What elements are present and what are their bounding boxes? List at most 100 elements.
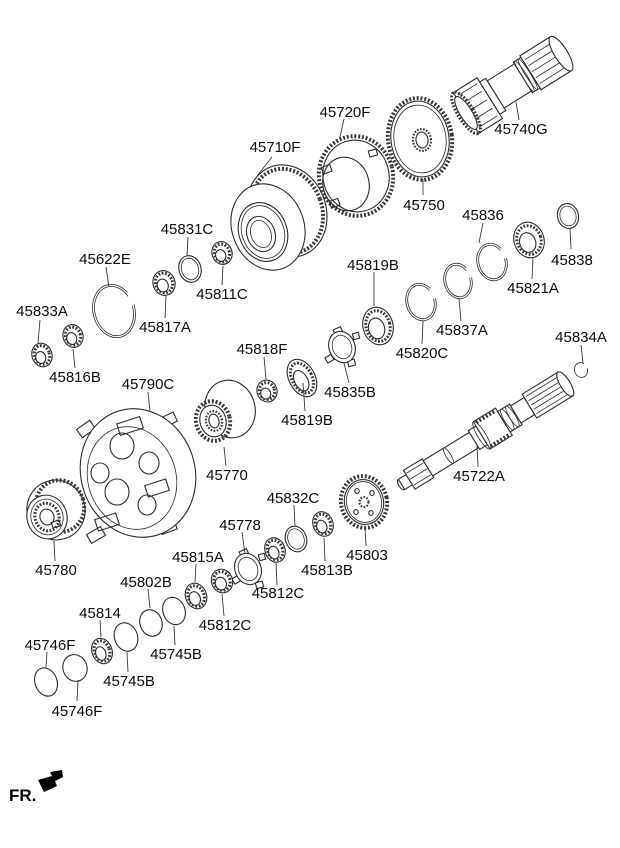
part-45812C-bearing-upper: [264, 537, 286, 563]
part-45746F-ring-left: [33, 667, 59, 697]
part-45817A-bearing: [152, 270, 176, 296]
leader-45837A: [458, 298, 462, 322]
leader-45780: [53, 540, 56, 562]
leader-45778: [241, 531, 246, 555]
part-45834A-ring: [574, 362, 588, 378]
part-45802B-ring: [139, 609, 163, 637]
callout-45770: 45770: [206, 467, 248, 484]
part-45814-bearing: [91, 637, 113, 665]
callout-45813B: 45813B: [301, 562, 353, 579]
leader-45814: [99, 619, 102, 638]
leader-45836: [478, 222, 484, 244]
part-45790C-planet-carrier: [75, 408, 197, 545]
leader-45813B: [323, 537, 326, 562]
callout-45816B: 45816B: [49, 369, 101, 386]
part-45780-drum: [26, 478, 87, 541]
callout-45710F: 45710F: [250, 139, 301, 156]
leader-45838: [569, 227, 572, 250]
leader-45821A: [531, 257, 534, 280]
callout-45720F: 45720F: [320, 104, 371, 121]
part-45819B-bearing-upper: [362, 306, 394, 346]
leader-45833A: [37, 319, 41, 344]
callout-45818F: 45818F: [237, 341, 288, 358]
callout-45836: 45836: [462, 207, 504, 224]
leader-45802B: [147, 588, 151, 609]
leader-45812C-lower: [221, 593, 225, 617]
leader-45803: [364, 527, 367, 547]
leader-45722A: [476, 445, 479, 468]
leader-45818F: [263, 356, 267, 380]
fr-label: FR.: [9, 786, 36, 805]
part-45831C-ring: [178, 255, 202, 283]
part-45832C-ring: [284, 525, 308, 553]
part-45818F-bearing: [256, 379, 278, 403]
part-45819B-bearing-lower: [286, 358, 318, 398]
callout-45833A: 45833A: [16, 303, 68, 320]
callout-45834A: 45834A: [555, 329, 607, 346]
leader-45746F-left: [45, 651, 48, 668]
callout-45745B-right: 45745B: [150, 646, 202, 663]
callout-45814: 45814: [79, 605, 121, 622]
part-45820C-snap-ring: [405, 282, 437, 322]
part-45745B-ring-right: [162, 596, 186, 626]
leader-45622E: [105, 266, 110, 288]
callout-45831C: 45831C: [161, 221, 214, 238]
part-45778-retainer: [231, 547, 267, 590]
part-45622E-snap-ring: [92, 283, 136, 339]
part-45835B-retainer: [324, 325, 361, 368]
leader-45816B: [72, 348, 76, 369]
part-45838-ring: [556, 203, 580, 229]
part-45720F-clutch-hub: [316, 134, 396, 218]
leader-45832C: [293, 504, 296, 527]
part-45836-snap-ring: [476, 242, 508, 282]
part-45815A-bearing: [184, 582, 208, 610]
leader-45790C: [147, 391, 151, 412]
part-45750-gear: [385, 96, 455, 182]
callout-45815A: 45815A: [172, 549, 224, 566]
callout-45745B-left: 45745B: [103, 673, 155, 690]
leader-45710F: [256, 156, 273, 177]
callout-45746F-left: 45746F: [25, 637, 76, 654]
callout-45802B: 45802B: [120, 574, 172, 591]
part-45803-gear: [338, 474, 390, 530]
part-45811C-bearing: [211, 241, 233, 265]
part-45812C-bearing-lower: [210, 568, 234, 594]
callout-45750: 45750: [403, 197, 445, 214]
fr-direction-arrow-icon: [38, 770, 63, 792]
part-45770-sun-gear: [193, 379, 256, 443]
callout-45811C: 45811C: [196, 286, 248, 303]
part-45821A-bearing: [513, 221, 545, 259]
leader-45815A: [194, 563, 197, 583]
callout-45740G: 45740G: [494, 121, 547, 138]
leader-45831C: [186, 236, 189, 257]
leader-45745B-right: [173, 625, 176, 646]
leader-45817A: [164, 295, 167, 319]
leader-45746F-bottom: [76, 679, 79, 702]
part-45710F-clutch-drum: [230, 164, 328, 271]
callout-45817A: 45817A: [139, 319, 191, 336]
leader-45819B-lower: [302, 382, 306, 412]
callout-45835B: 45835B: [324, 384, 376, 401]
callout-45819B-upper: 45819B: [347, 257, 399, 274]
callout-45746F-bottom: 45746F: [52, 703, 103, 720]
leader-45834A: [580, 344, 584, 364]
leader-45740G: [515, 101, 520, 121]
part-45816B-bearing: [62, 324, 84, 348]
callout-45780: 45780: [35, 562, 77, 579]
callout-45622E: 45622E: [79, 251, 131, 268]
leader-45812C-upper: [275, 562, 278, 586]
leader-45811C: [221, 265, 224, 286]
part-45746F-ring-right: [62, 654, 88, 682]
leader-45745B-left: [126, 651, 129, 673]
callout-45820C: 45820C: [396, 345, 449, 362]
part-45833A-bearing: [31, 342, 53, 368]
callout-45803: 45803: [346, 547, 388, 564]
part-45722A-shaft: [396, 371, 575, 491]
callout-45832C: 45832C: [267, 490, 320, 507]
callout-45722A: 45722A: [453, 468, 505, 485]
callout-45821A: 45821A: [507, 280, 559, 297]
leader-45720F: [339, 118, 345, 138]
part-45813B-bearing: [312, 511, 334, 537]
callout-45837A: 45837A: [436, 322, 488, 339]
